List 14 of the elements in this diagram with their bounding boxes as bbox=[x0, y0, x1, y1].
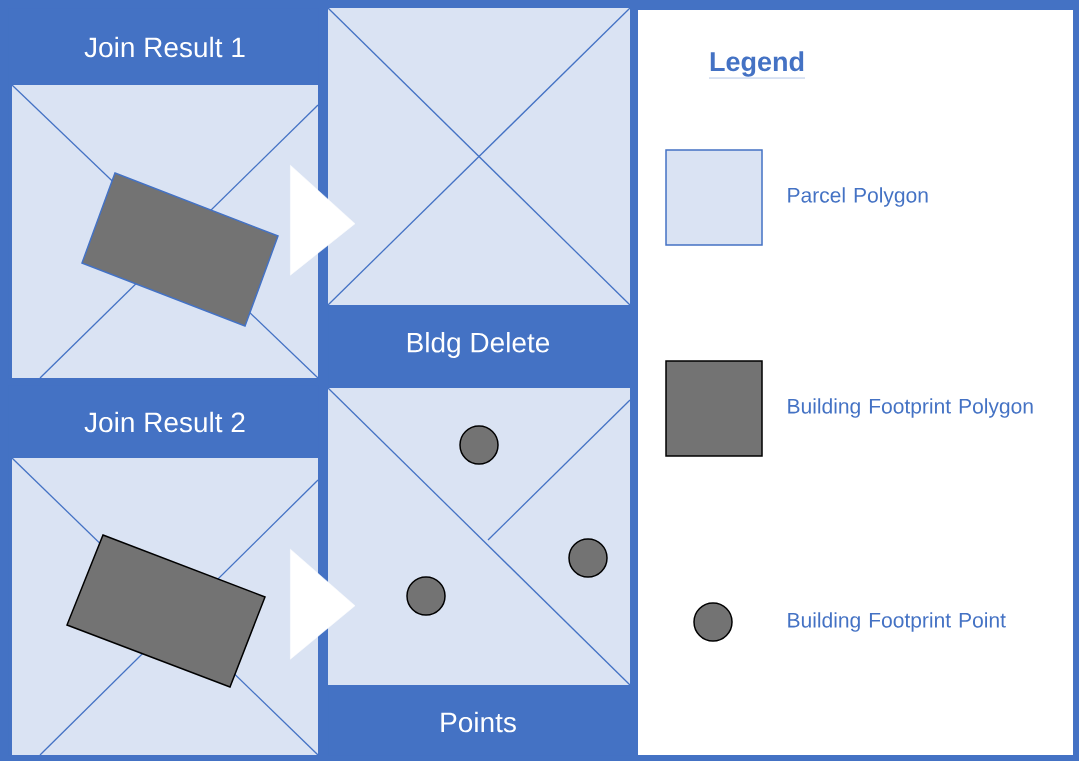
node-label: Join Result 1 bbox=[84, 36, 245, 58]
legend-label: Building Footprint Point bbox=[788, 612, 1006, 632]
map-panel: Join Result 2 bbox=[8, 385, 319, 756]
map-panel: Bldg Delete bbox=[327, 7, 631, 386]
map-panel: Join Result 1 bbox=[8, 8, 319, 379]
node-label: Join Result 2 bbox=[84, 411, 245, 433]
arrow bbox=[290, 164, 356, 276]
node-label: Bldg Delete bbox=[407, 331, 550, 359]
map-panel: Points bbox=[327, 387, 631, 756]
legend-label: Building Footprint Polygon bbox=[788, 398, 1033, 418]
legend-label: Parcel Polygon bbox=[788, 187, 928, 207]
node-label: Points bbox=[441, 711, 516, 733]
arrow bbox=[290, 548, 356, 660]
legend-title: Legend bbox=[708, 51, 806, 79]
